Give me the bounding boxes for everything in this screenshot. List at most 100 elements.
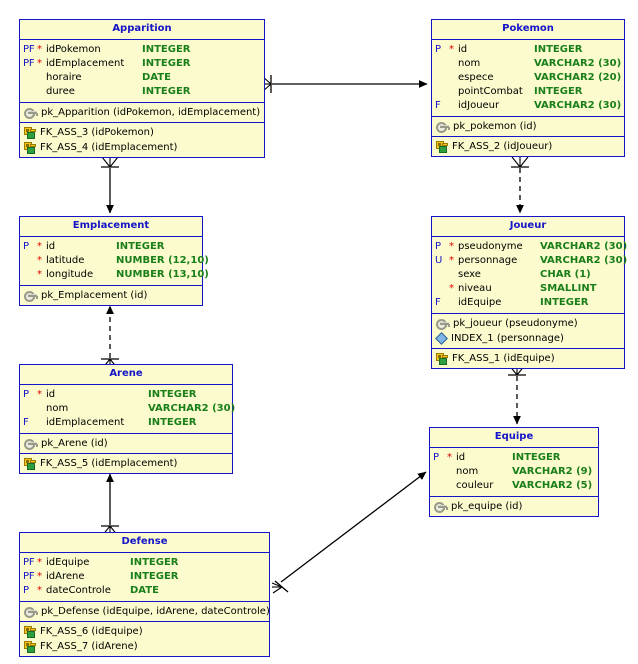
key-label: pk_joueur (pseudonyme) xyxy=(453,318,578,329)
attribute-mandatory-marker xyxy=(449,99,458,113)
foreign-key-label: FK_ASS_6 (idEquipe) xyxy=(40,626,143,637)
foreign-key-icon xyxy=(24,457,36,470)
attribute-mandatory-marker xyxy=(447,479,456,493)
relationship-joueur-equipe xyxy=(508,364,526,425)
attribute-datatype: DATE xyxy=(130,585,159,596)
foreign-key-label: FK_ASS_4 (idEmplacement) xyxy=(40,142,178,153)
attribute-datatype: VARCHAR2 (30) xyxy=(540,241,628,252)
attribute-mandatory-marker: * xyxy=(37,241,42,252)
foreign-key-icon xyxy=(24,126,36,139)
attribute-datatype: VARCHAR2 (30) xyxy=(534,58,622,69)
foreign-key-row: FK_ASS_1 (idEquipe) xyxy=(432,351,624,366)
attribute-name: pseudonyme xyxy=(458,241,523,252)
attribute-mandatory-marker xyxy=(449,85,458,99)
attribute-name: idEquipe xyxy=(458,297,502,308)
attribute-name: id xyxy=(456,452,466,463)
attribute-datatype: CHAR (1) xyxy=(540,269,591,280)
relationship-apparition-pokemon xyxy=(261,75,428,93)
attribute-datatype: INTEGER xyxy=(534,44,583,55)
foreign-key-label: FK_ASS_5 (idEmplacement) xyxy=(40,458,178,469)
attribute-datatype: INTEGER xyxy=(116,241,165,252)
foreign-key-label: FK_ASS_3 (idPokemon) xyxy=(40,127,154,138)
entity-title-joueur: Joueur xyxy=(432,217,624,237)
attribute-row: nom VARCHAR2 (30) xyxy=(20,402,236,416)
attribute-key-flag: P xyxy=(433,452,439,463)
key-row: pk_Defense (idEquipe, idArene, dateContr… xyxy=(20,604,270,619)
primary-key-icon xyxy=(24,108,38,119)
attribute-name: personnage xyxy=(458,255,518,266)
foreign-key-row: FK_ASS_2 (idJoueur) xyxy=(432,139,624,154)
foreign-key-row: FK_ASS_4 (idEmplacement) xyxy=(20,140,264,155)
entity-title-arene: Arene xyxy=(20,365,232,385)
attribute-name: idEmplacement xyxy=(46,417,125,428)
attribute-key-flag xyxy=(432,71,449,85)
attribute-datatype: VARCHAR2 (30) xyxy=(148,403,236,414)
relationship-apparition-emplacement xyxy=(101,156,119,214)
foreign-key-label: FK_ASS_2 (idJoueur) xyxy=(452,141,553,152)
relationship-arene-emplacement xyxy=(101,305,119,370)
attribute-mandatory-marker: * xyxy=(37,585,42,596)
attribute-name: espece xyxy=(458,72,494,83)
key-block: pk_Arene (id) xyxy=(20,434,232,453)
foreign-key-row: FK_ASS_3 (idPokemon) xyxy=(20,125,264,140)
attribute-key-flag xyxy=(432,282,449,296)
primary-key-icon xyxy=(24,291,38,302)
relationship-defense-arene xyxy=(101,473,119,537)
attribute-key-flag: P xyxy=(23,241,29,252)
attribute-name: longitude xyxy=(46,269,94,280)
attribute-key-flag: PF xyxy=(23,58,35,69)
key-label: pk_Apparition (idPokemon, idEmplacement) xyxy=(41,107,261,118)
foreign-key-block: FK_ASS_2 (idJoueur) xyxy=(432,136,624,156)
key-row: INDEX_1 (personnage) xyxy=(432,331,624,346)
attribute-mandatory-marker: * xyxy=(37,389,42,400)
key-row: pk_joueur (pseudonyme) xyxy=(432,316,624,331)
attribute-key-flag: PF xyxy=(23,571,35,582)
attribute-key-flag: F xyxy=(435,100,441,111)
attribute-mandatory-marker: * xyxy=(37,571,42,582)
attribute-mandatory-marker: * xyxy=(449,283,454,294)
attribute-datatype: INTEGER xyxy=(142,58,191,69)
attribute-datatype: INTEGER xyxy=(148,389,197,400)
foreign-key-icon xyxy=(436,352,448,365)
key-label: INDEX_1 (personnage) xyxy=(451,333,564,344)
attribute-mandatory-marker: * xyxy=(449,44,454,55)
attribute-mandatory-marker xyxy=(37,416,46,430)
attribute-key-flag xyxy=(20,268,37,282)
attribute-datatype: NUMBER (12,10) xyxy=(116,255,209,266)
primary-key-icon xyxy=(24,439,38,450)
attribute-name: dateControle xyxy=(46,585,111,596)
foreign-key-icon xyxy=(24,640,36,653)
attribute-name: nom xyxy=(456,466,479,477)
attribute-name: pointCombat xyxy=(458,86,523,97)
attribute-datatype: INTEGER xyxy=(540,297,589,308)
primary-key-icon xyxy=(436,319,450,330)
attribute-name: idEquipe xyxy=(46,557,90,568)
attribute-datatype: VARCHAR2 (30) xyxy=(534,100,622,111)
attribute-name: horaire xyxy=(46,72,82,83)
attribute-name: nom xyxy=(46,403,69,414)
attribute-key-flag: P xyxy=(23,585,29,596)
key-label: pk_equipe (id) xyxy=(451,501,523,512)
attribute-mandatory-marker: * xyxy=(37,557,42,568)
attribute-datatype: INTEGER xyxy=(130,557,179,568)
attribute-datatype: VARCHAR2 (9) xyxy=(512,466,593,477)
attribute-name: nom xyxy=(458,58,481,69)
attribute-name: couleur xyxy=(456,480,494,491)
attribute-mandatory-marker xyxy=(37,402,46,416)
key-label: pk_Emplacement (id) xyxy=(41,290,148,301)
